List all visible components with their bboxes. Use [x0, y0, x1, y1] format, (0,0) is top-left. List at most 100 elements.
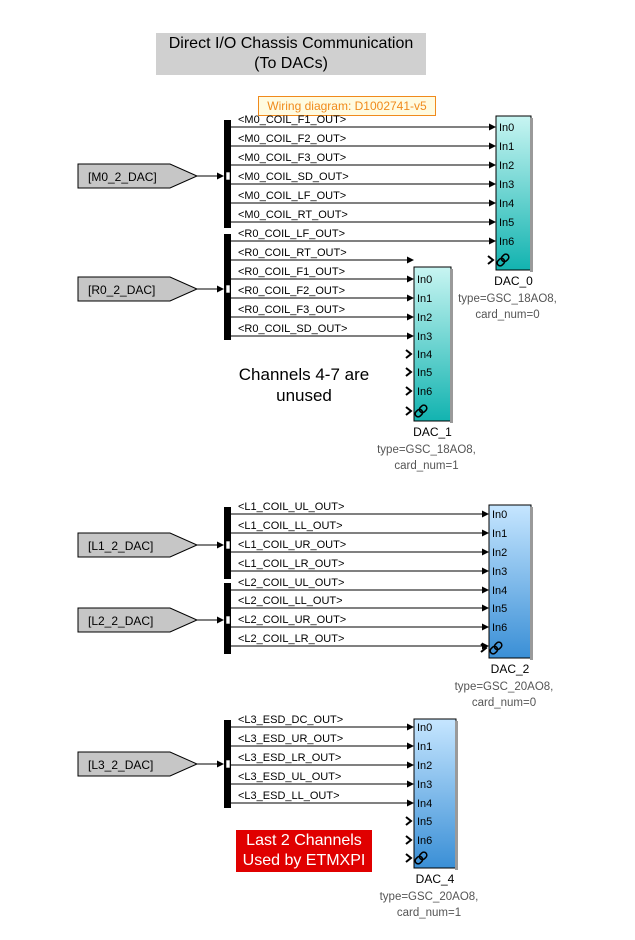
signal-label: <M0_COIL_F3_OUT>: [238, 152, 346, 164]
dac-port-label: In0: [492, 509, 507, 521]
signal-arrow: [482, 623, 489, 631]
dac-block[interactable]: [488, 504, 532, 659]
dac-port-label: In2: [499, 160, 514, 172]
bus-selector-port: [225, 171, 231, 181]
signal-arrow: [407, 723, 414, 731]
unconnected-port-icon: [405, 816, 413, 826]
signal-label: <R0_COIL_LF_OUT>: [238, 228, 345, 240]
signal-label: <L1_COIL_LR_OUT>: [238, 558, 344, 570]
goto-tag-label: [M0_2_DAC]: [88, 170, 157, 184]
signal-arrow: [482, 642, 489, 650]
signal-arrow: [482, 548, 489, 556]
signal-arrow: [482, 586, 489, 594]
dac-port-label: In1: [492, 528, 507, 540]
dac-port-label: In3: [417, 779, 432, 791]
goto-tag-label: [R0_2_DAC]: [88, 283, 155, 297]
wiring-diagram-label[interactable]: Wiring diagram: D1002741-v5: [258, 96, 436, 116]
dac-name: DAC_2: [491, 662, 530, 676]
signal-arrow: [407, 799, 414, 807]
dac-card-label: card_num=0: [472, 697, 536, 709]
dac-type-label: type=GSC_18AO8,: [377, 444, 476, 456]
title-line-2: (To DACs): [254, 55, 328, 72]
goto-tag-label: [L1_2_DAC]: [88, 539, 153, 553]
signal-arrow: [489, 237, 496, 245]
signal-label: <L2_COIL_LL_OUT>: [238, 595, 343, 607]
signal-label: <R0_COIL_RT_OUT>: [238, 247, 347, 259]
dac-port-label: In4: [417, 798, 432, 810]
library-link-icon: [496, 253, 510, 267]
unconnected-port-icon: [487, 255, 495, 265]
signal-arrow: [489, 199, 496, 207]
dac-shadow: [530, 118, 533, 272]
dac-port-label: In2: [417, 312, 432, 324]
dac-port-label: In0: [499, 122, 514, 134]
signal-label: <M0_COIL_F2_OUT>: [238, 133, 346, 145]
signal-label: <R0_COIL_SD_OUT>: [238, 323, 347, 335]
goto-tag[interactable]: [77, 276, 199, 302]
dac-block[interactable]: [413, 718, 457, 869]
library-link-icon: [414, 404, 428, 418]
etmxpi-note-line-1: Last 2 Channels: [246, 832, 362, 849]
signal-arrow: [482, 510, 489, 518]
signal-label: <L1_COIL_LL_OUT>: [238, 520, 343, 532]
unconnected-port-icon: [405, 853, 413, 863]
signal-label: <L1_COIL_UR_OUT>: [238, 539, 346, 551]
bus-selector-port: [225, 615, 231, 625]
signal-label: <L3_ESD_UR_OUT>: [238, 733, 343, 745]
dac-port-label: In3: [492, 566, 507, 578]
dac-block[interactable]: [495, 115, 532, 271]
dac-port-label: In4: [417, 349, 432, 361]
etmxpi-note-line-2: Used by ETMXPI: [242, 852, 366, 869]
dac-name: DAC_0: [494, 274, 533, 288]
dac-block[interactable]: [413, 266, 452, 422]
unused-note-line-1: Channels 4-7 are: [238, 365, 370, 384]
dac-port-label: In1: [417, 293, 432, 305]
dac-port-label: In5: [492, 603, 507, 615]
signal-label: <M0_COIL_RT_OUT>: [238, 209, 348, 221]
dac-port-label: In4: [499, 198, 514, 210]
dac-port-label: In6: [417, 386, 432, 398]
dac-port-label: In5: [417, 367, 432, 379]
signal-label: <L3_ESD_LR_OUT>: [238, 752, 341, 764]
goto-tag[interactable]: [77, 607, 199, 633]
library-link-icon: [414, 851, 428, 865]
goto-arrow: [217, 760, 224, 768]
signal-label: <L3_ESD_LL_OUT>: [238, 790, 340, 802]
dac-port-label: In4: [492, 585, 507, 597]
dac-port-label: In0: [417, 274, 432, 286]
dac-port-label: In6: [499, 236, 514, 248]
unconnected-port-icon: [405, 406, 413, 416]
goto-tag[interactable]: [77, 163, 199, 189]
etmxpi-note: Last 2 Channels Used by ETMXPI: [236, 830, 372, 872]
signal-arrow: [407, 256, 414, 264]
dac-port-label: In0: [417, 722, 432, 734]
goto-tag-label: [L2_2_DAC]: [88, 614, 153, 628]
unconnected-port-icon: [405, 835, 413, 845]
signal-arrow: [482, 567, 489, 575]
signal-arrow: [489, 161, 496, 169]
signal-arrow: [407, 275, 414, 283]
unconnected-port-icon: [480, 643, 488, 653]
bus-selector-port: [225, 284, 231, 294]
signal-label: <L1_COIL_UL_OUT>: [238, 501, 344, 513]
unused-channels-note: Channels 4-7 are unused: [228, 364, 380, 406]
unconnected-port-icon: [405, 349, 413, 359]
dac-port-label: In5: [417, 816, 432, 828]
signal-arrow: [489, 123, 496, 131]
dac-shadow: [455, 721, 458, 870]
goto-arrow: [217, 541, 224, 549]
dac-type-label: type=GSC_20AO8,: [380, 891, 479, 903]
goto-arrow: [217, 285, 224, 293]
signal-arrow: [407, 332, 414, 340]
bus-selector-port: [225, 759, 231, 769]
goto-tag[interactable]: [77, 532, 199, 558]
signal-label: <R0_COIL_F3_OUT>: [238, 304, 345, 316]
goto-tag[interactable]: [77, 751, 199, 777]
dac-card-label: card_num=0: [475, 309, 539, 321]
unconnected-port-icon: [405, 367, 413, 377]
dac-port-label: In2: [417, 760, 432, 772]
signal-label: <R0_COIL_F2_OUT>: [238, 285, 345, 297]
dac-port-label: In5: [499, 217, 514, 229]
dac-port-label: In3: [499, 179, 514, 191]
